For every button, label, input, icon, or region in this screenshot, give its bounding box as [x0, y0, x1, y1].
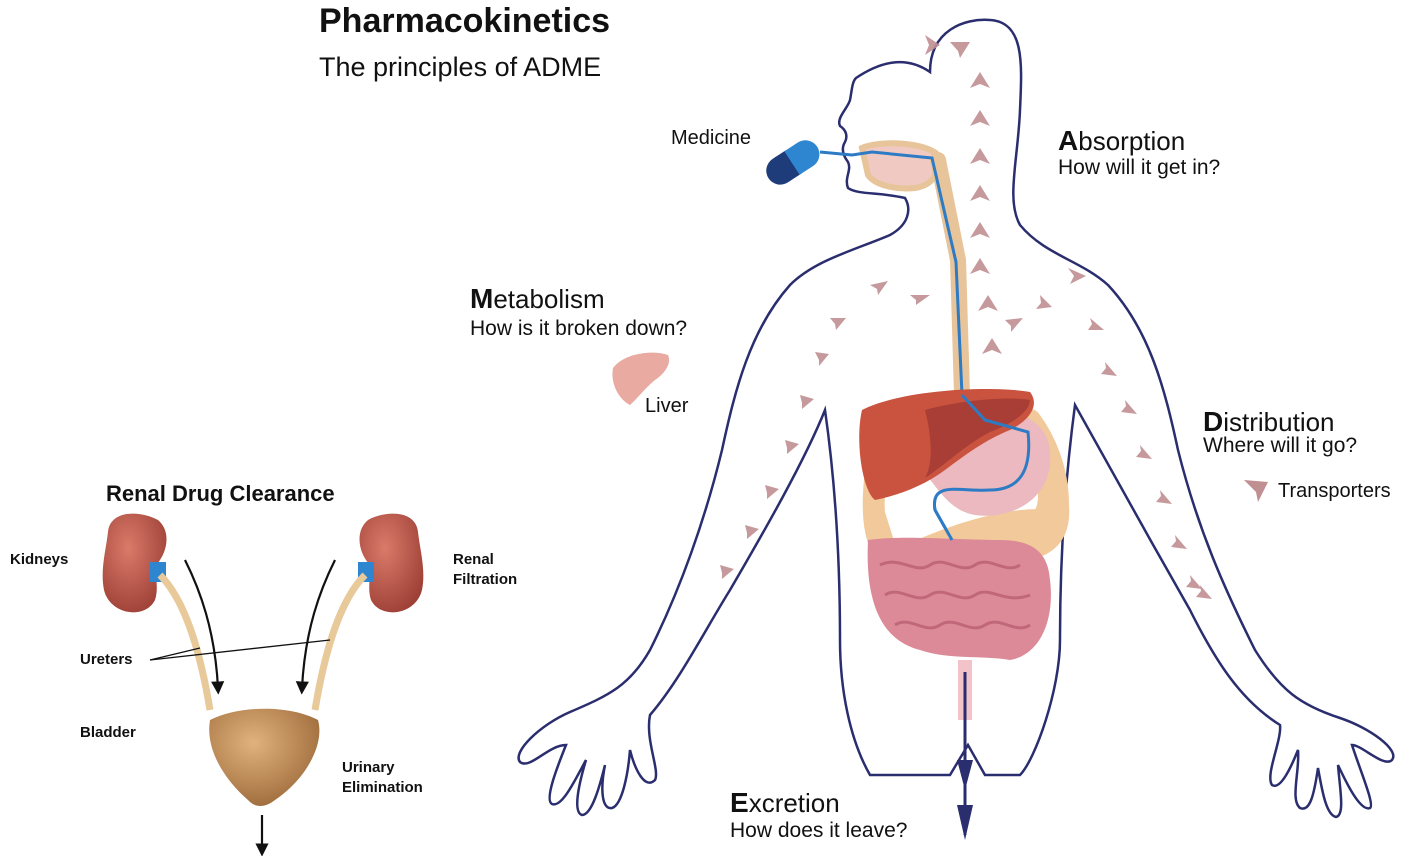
medicine-label: Medicine	[671, 128, 751, 149]
transporter-legend-icon	[1244, 480, 1268, 502]
metabolism-rest: etabolism	[493, 284, 604, 314]
liver-label: Liver	[645, 396, 688, 417]
renal-filtration-label-1: Renal	[453, 552, 494, 568]
left-ureter	[160, 575, 210, 710]
excretion-initial: E	[730, 787, 749, 818]
mouth-cavity	[862, 143, 938, 188]
kidneys-label: Kidneys	[10, 552, 68, 568]
medicine-capsule-icon	[761, 135, 825, 190]
transporters-label: Transporters	[1278, 481, 1391, 502]
distribution-heading: Distribution	[1203, 407, 1335, 436]
metabolism-initial: M	[470, 283, 493, 314]
absorption-initial: A	[1058, 125, 1078, 156]
distribution-question: Where will it go?	[1203, 435, 1357, 457]
urinary-label-2: Elimination	[342, 780, 423, 796]
absorption-question: How will it get in?	[1058, 157, 1220, 179]
excretion-heading: Excretion	[730, 788, 840, 817]
excretion-question: How does it leave?	[730, 820, 907, 842]
renal-diagram	[103, 514, 424, 850]
ureters-label: Ureters	[80, 652, 133, 668]
filtration-arrow-right	[302, 560, 335, 688]
absorption-rest: bsorption	[1078, 126, 1185, 156]
page-title: Pharmacokinetics	[319, 4, 610, 40]
metabolism-question: How is it broken down?	[470, 318, 687, 340]
excretion-rest: xcretion	[749, 788, 840, 818]
right-ureter	[315, 575, 365, 710]
metabolism-heading: Metabolism	[470, 284, 605, 313]
bladder-organ	[209, 709, 319, 806]
bladder-label: Bladder	[80, 725, 136, 741]
distribution-initial: D	[1203, 406, 1223, 437]
page-subtitle: The principles of ADME	[319, 53, 601, 81]
renal-title: Renal Drug Clearance	[106, 482, 335, 505]
renal-filtration-label-2: Filtration	[453, 572, 517, 588]
absorption-heading: Absorption	[1058, 126, 1185, 155]
urinary-label-1: Urinary	[342, 760, 395, 776]
distribution-rest: istribution	[1223, 407, 1334, 437]
